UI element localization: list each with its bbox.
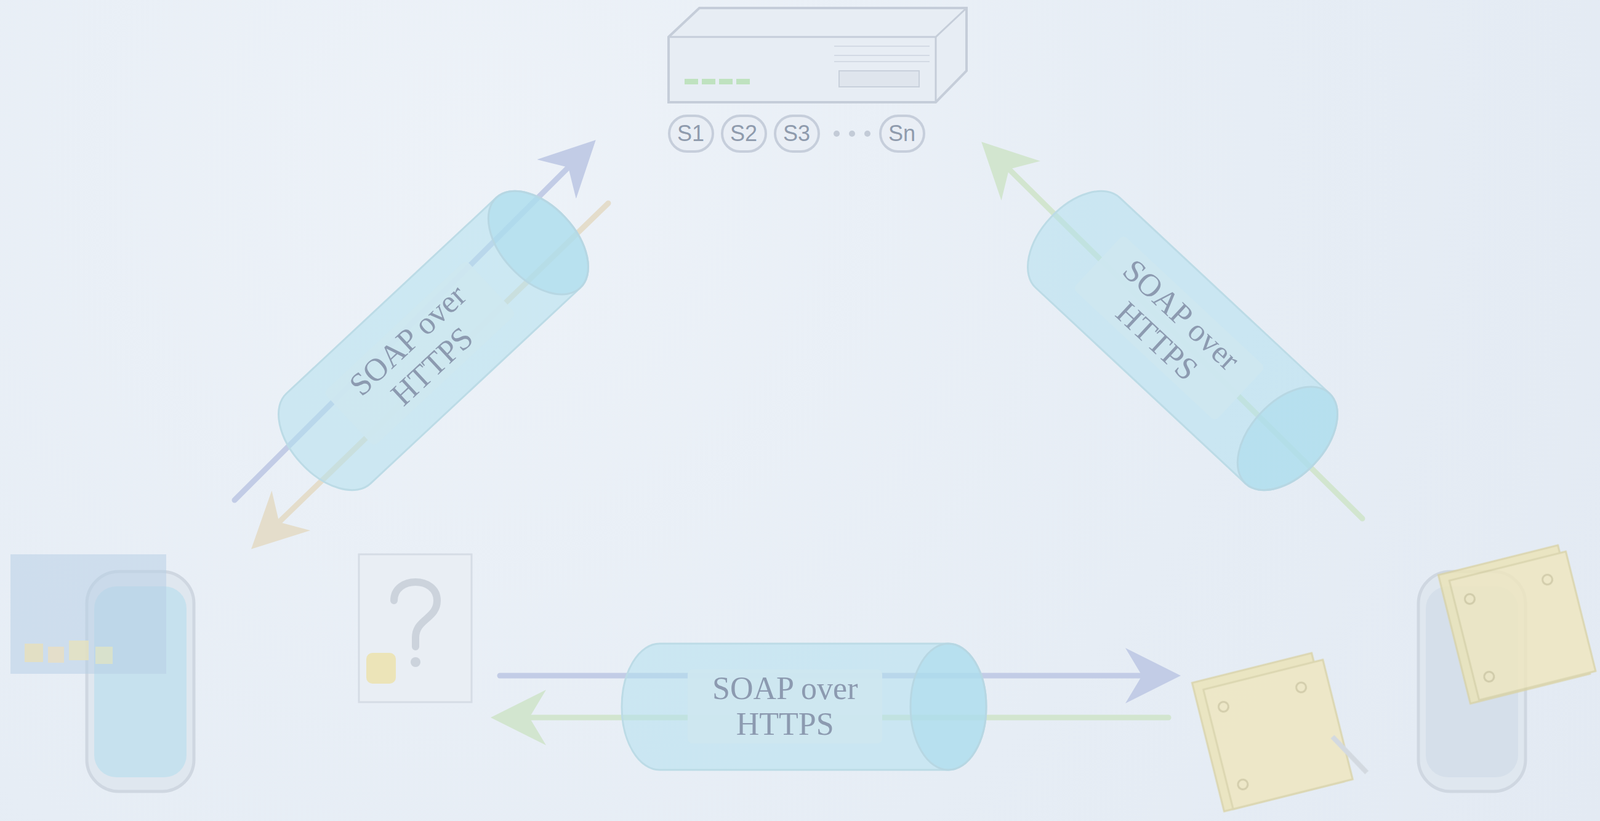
question-document (358, 554, 472, 702)
documents-icon (1192, 543, 1597, 811)
service-badge: S3 (773, 114, 821, 153)
service-label: S2 (730, 122, 758, 145)
transport-cylinder: SOAP over HTTPS (1009, 172, 1357, 509)
service-label: S1 (677, 122, 705, 145)
transport-cylinder: SOAP over HTTPS (621, 643, 987, 770)
transport-cylinder: SOAP over HTTPS (259, 172, 608, 509)
server-icon (668, 8, 967, 103)
ellipsis-dots (833, 130, 871, 137)
service-label: Sn (888, 122, 916, 145)
service-badge: S2 (720, 114, 768, 153)
service-badge: S1 (667, 114, 715, 153)
flow-arrows (234, 147, 1363, 718)
protocol-label: SOAP over HTTPS (687, 669, 883, 744)
phone-left (10, 554, 194, 792)
service-badge: Sn (879, 114, 926, 153)
service-label: S3 (783, 122, 811, 145)
